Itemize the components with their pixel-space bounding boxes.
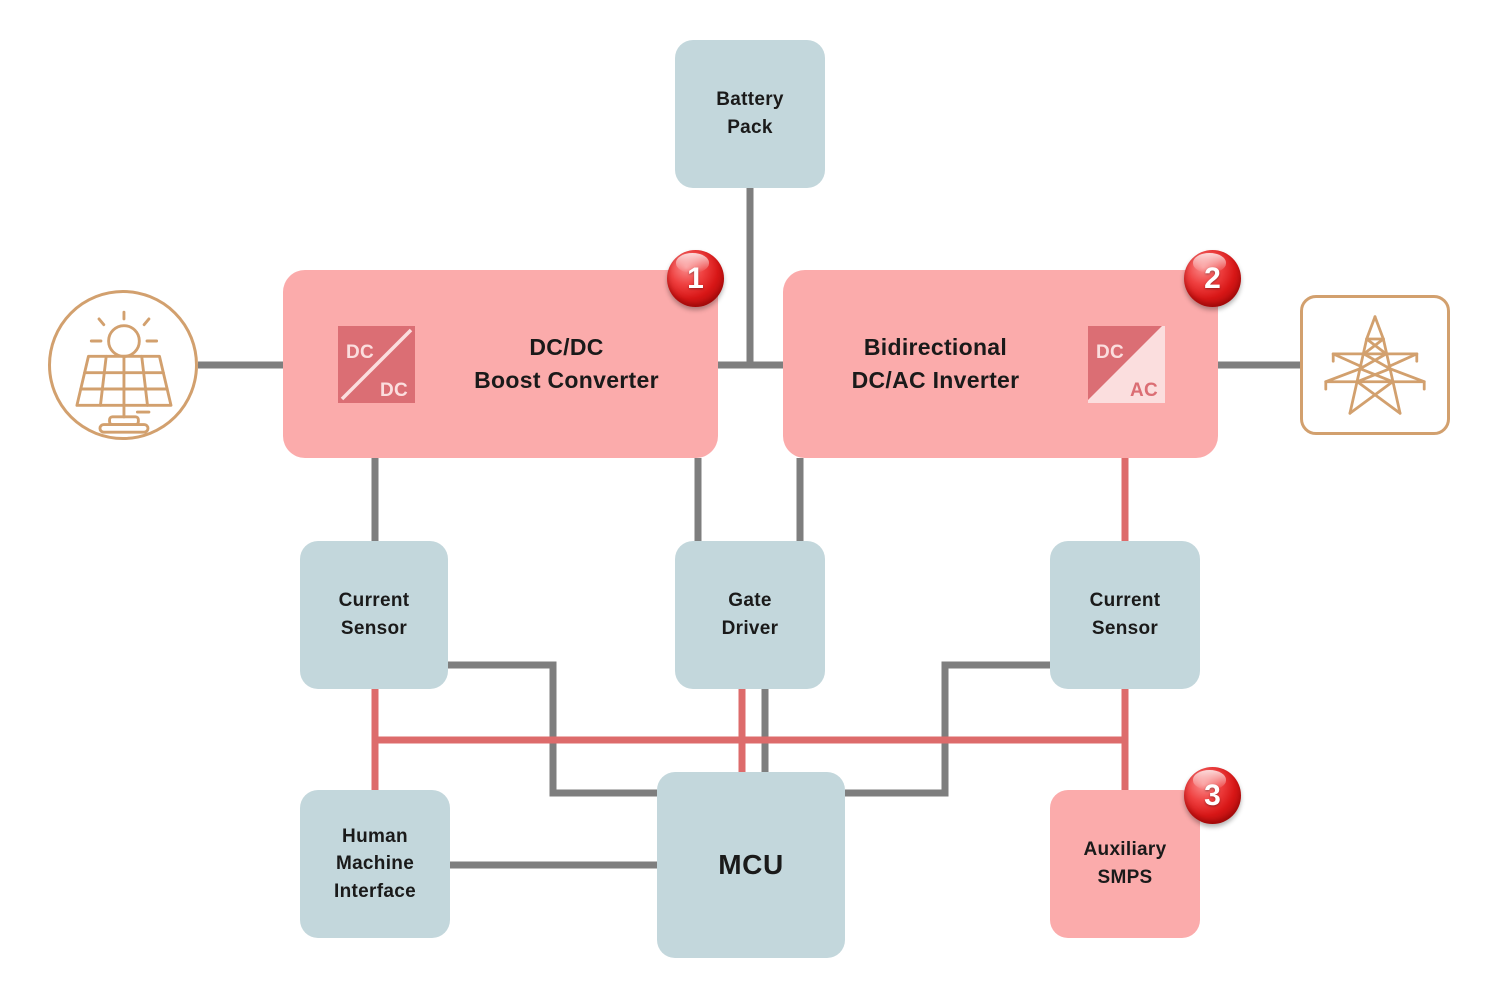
node-auxiliary-smps: Auxiliary SMPS (1050, 790, 1200, 938)
node-human-machine-interface: Human Machine Interface (300, 790, 450, 938)
aux-smps-label: Auxiliary SMPS (1083, 839, 1167, 888)
node-mcu: MCU (657, 772, 845, 958)
wire-current-sensor-left-to-mcu (448, 661, 657, 797)
wire-mcu-to-current-sensor-right (845, 661, 1050, 797)
node-gate-driver: Gate Driver (675, 541, 825, 689)
dc-ac-icon-bottom-label: AC (1130, 380, 1158, 401)
transmission-tower-icon (1324, 315, 1426, 415)
gate-driver-label: Gate Driver (721, 590, 779, 639)
badge-3-number: 3 (1204, 778, 1221, 812)
solar-panel-icon (75, 310, 173, 434)
hmi-label: Human Machine Interface (334, 825, 416, 902)
dc-ac-icon: DC AC (1088, 325, 1165, 403)
current-sensor-left-label: Current Sensor (338, 590, 410, 639)
node-dcdc-boost-converter: DC DC DC/DC Boost Converter (283, 270, 718, 458)
node-solar-array (48, 290, 198, 440)
mcu-label: MCU (718, 848, 784, 880)
dc-dc-icon-bottom-label: DC (380, 380, 408, 401)
node-battery-pack: Battery Pack (675, 40, 825, 188)
boost-converter-label: DC/DC Boost Converter (474, 333, 659, 393)
dc-dc-icon-top-label: DC (346, 342, 374, 363)
node-current-sensor-right: Current Sensor (1050, 541, 1200, 689)
badge-1: 1 (667, 250, 724, 307)
badge-2-number: 2 (1204, 261, 1221, 295)
badge-2: 2 (1184, 250, 1241, 307)
badge-3: 3 (1184, 767, 1241, 824)
dc-dc-icon: DC DC (338, 325, 415, 403)
inverter-label: Bidirectional DC/AC Inverter (851, 333, 1020, 393)
current-sensor-right-label: Current Sensor (1089, 590, 1161, 639)
node-utility-grid (1300, 295, 1450, 435)
node-current-sensor-left: Current Sensor (300, 541, 448, 689)
battery-pack-label: Battery Pack (716, 89, 784, 138)
node-bidirectional-inverter: Bidirectional DC/AC Inverter DC AC (783, 270, 1218, 458)
dc-ac-icon-top-label: DC (1096, 342, 1124, 363)
badge-1-number: 1 (687, 261, 704, 295)
